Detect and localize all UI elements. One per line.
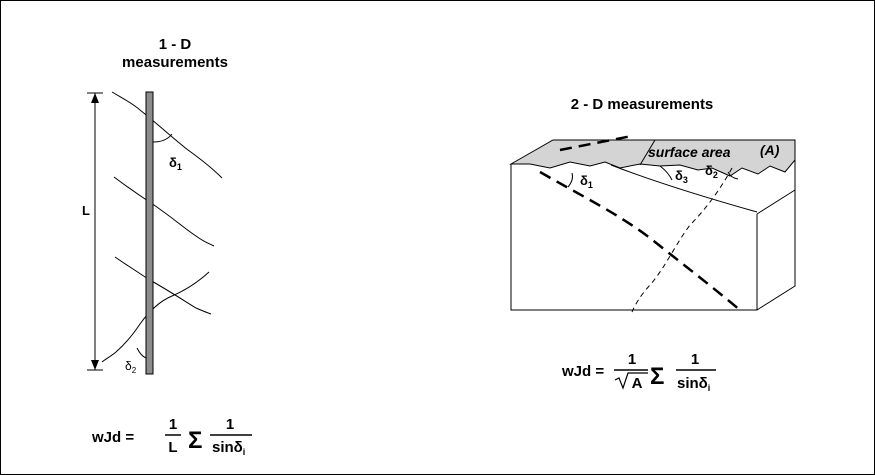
angle-arc-right-delta3: [659, 165, 673, 181]
right-sum-symbol: Σ: [650, 363, 664, 390]
right-frac1-num: 1: [628, 351, 636, 368]
length-label: L: [82, 203, 90, 218]
right-formula-lhs: wJd =: [561, 363, 604, 380]
joint-traces: [101, 91, 223, 363]
right-frac2-num: 1: [691, 351, 699, 368]
left-formula-lhs: wJd =: [91, 429, 134, 446]
surface-area-label: surface area: [648, 144, 731, 160]
left-angle1-label: δ1: [169, 155, 182, 172]
angle-arc-right-delta1: [567, 172, 573, 188]
left-sum-symbol: Σ: [188, 427, 202, 454]
left-frac2-num: 1: [226, 416, 234, 433]
right-angle3-label: δ3: [675, 168, 688, 185]
right-angle2-label: δ2: [705, 163, 718, 180]
dashed-joint-traces: [539, 134, 741, 313]
surface-area-region: [509, 139, 796, 177]
dashed-trace-3: [631, 167, 733, 313]
surface-divider: [639, 139, 656, 166]
joint-trace-4: [101, 271, 210, 363]
block-side-face: [756, 140, 796, 311]
left-title-line2: measurements: [122, 54, 228, 71]
dashed-trace-1: [539, 170, 741, 311]
joint-trace-3: [114, 256, 212, 315]
dashed-trace-2: [559, 134, 633, 152]
angle-arc-delta2: [136, 347, 147, 359]
right-title: 2 - D measurements: [571, 96, 714, 113]
area-symbol-label: (A): [760, 142, 780, 158]
right-formula: wJd = 1 A Σ 1 sinδi: [561, 351, 716, 393]
scanline-rod: [145, 91, 154, 375]
left-title-line1: 1 - D: [159, 36, 192, 53]
length-dimension: [87, 92, 103, 371]
sqrt-sign: [614, 372, 648, 390]
left-angle2-label: δ2: [125, 359, 137, 375]
angle-arc-delta1: [152, 133, 173, 143]
rock-block: [509, 139, 796, 311]
left-frac1-num: 1: [169, 416, 177, 433]
angle-arc-right-delta2: [727, 171, 739, 180]
front-joint-trace: [610, 164, 758, 213]
right-angle1-label: δ1: [580, 173, 593, 190]
right-frac2-den: sinδi: [677, 375, 710, 393]
block-front-face: [510, 164, 758, 311]
left-formula: wJd = 1 L Σ 1 sinδi: [91, 416, 252, 457]
joint-trace-2: [113, 176, 215, 247]
block-side-edge: [756, 189, 796, 215]
joint-trace-1: [111, 91, 223, 179]
right-frac1-den: A: [632, 375, 643, 392]
left-frac2-den: sinδi: [212, 439, 245, 457]
left-frac1-den: L: [168, 439, 177, 456]
